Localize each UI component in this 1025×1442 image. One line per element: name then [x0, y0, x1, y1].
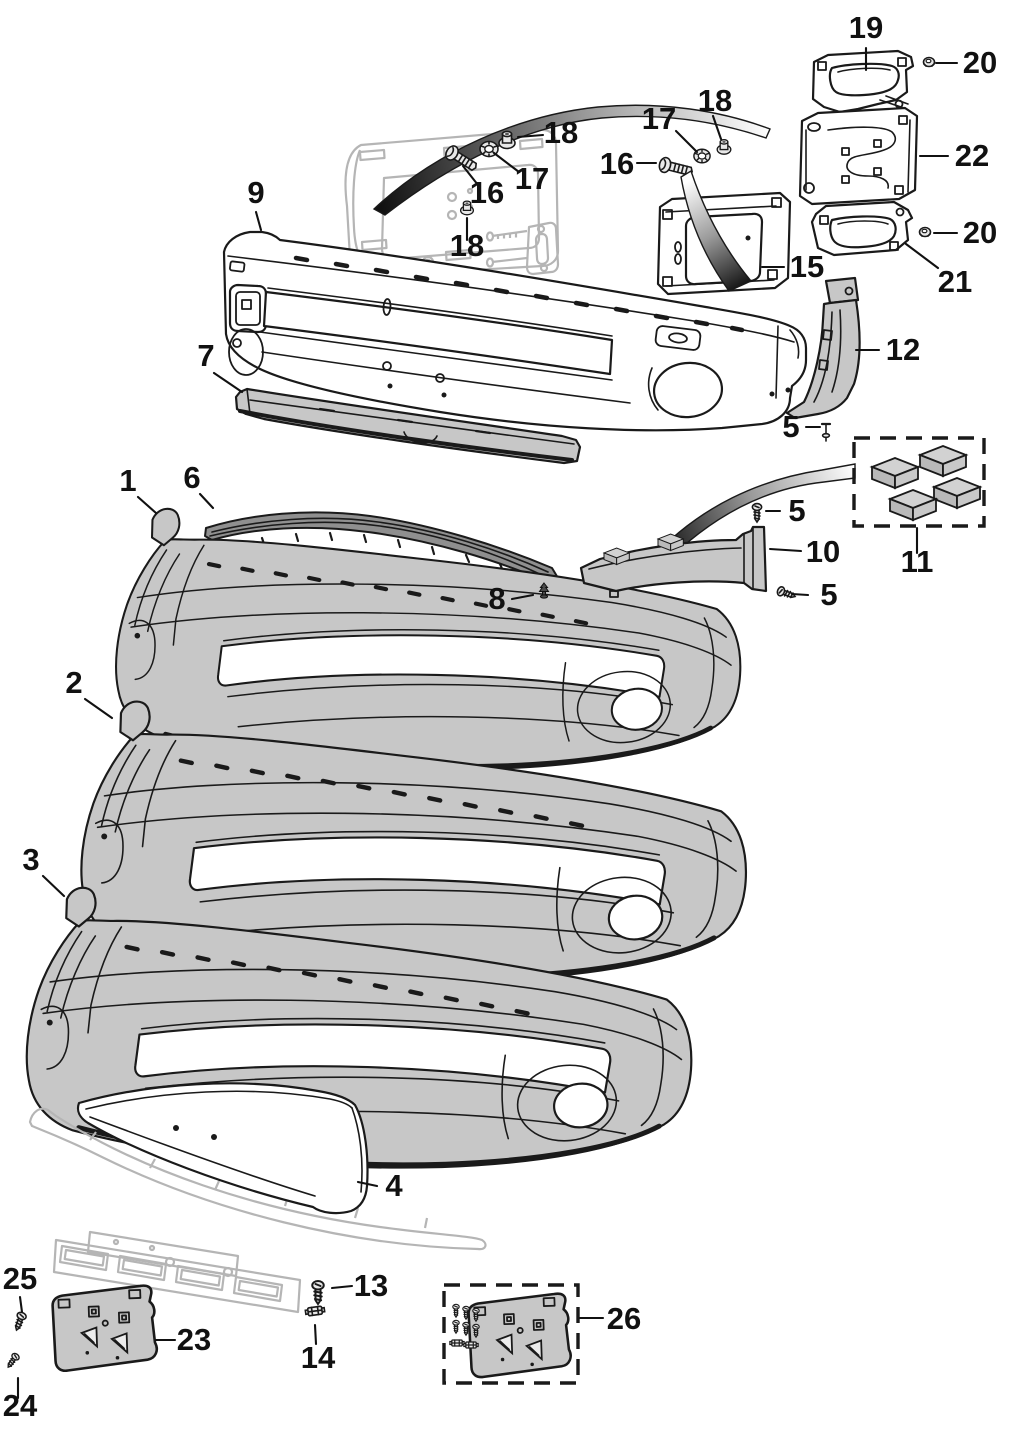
callout-20-3: 20 — [963, 215, 997, 250]
callout-17-7: 17 — [642, 101, 676, 136]
callout-5-22: 5 — [820, 577, 837, 612]
callout-leader-4-26 — [356, 1180, 379, 1188]
callout-8-19: 8 — [488, 581, 505, 616]
callout-leader-6-18 — [198, 492, 215, 510]
callout-leader-25-27 — [18, 1295, 24, 1314]
callout-3-25: 3 — [22, 842, 39, 877]
callout-13-30: 13 — [354, 1268, 388, 1303]
callout-7-14: 7 — [197, 338, 214, 373]
callout-24-29: 24 — [3, 1388, 38, 1423]
part-22-support-bracket — [798, 106, 919, 206]
screw-5-endcap-top — [751, 502, 763, 523]
callout-leader-5-22 — [790, 592, 810, 597]
part-4-air-dam — [76, 1082, 369, 1215]
callout-leader-14-31 — [313, 1323, 318, 1346]
callout-leader-13-30 — [330, 1284, 354, 1290]
callout-20-1: 20 — [963, 45, 997, 80]
part-7-air-deflector — [234, 387, 582, 465]
callout-leader-18-6 — [711, 114, 723, 141]
plug-kit-box-11 — [852, 436, 986, 528]
callout-11-23: 11 — [901, 544, 934, 579]
part-21-support-bracket — [810, 200, 914, 257]
license-bracket-kit-box-26 — [442, 1283, 580, 1385]
nut-20-top — [922, 56, 936, 68]
callout-leader-1-17 — [136, 495, 158, 515]
callout-leader-17-7 — [674, 129, 699, 154]
callout-16-11: 16 — [470, 175, 504, 210]
part-9-bumper-face-bar — [222, 230, 808, 432]
part-10-valance-end-cap — [579, 525, 768, 598]
screw-25 — [11, 1310, 28, 1333]
callout-5-20: 5 — [788, 493, 805, 528]
callout-21-4: 21 — [938, 264, 972, 299]
callout-leader-18-9 — [516, 133, 545, 139]
callout-leader-10-21 — [768, 547, 803, 553]
callout-16-8: 16 — [600, 146, 634, 181]
screw-5-face-bar — [820, 422, 832, 443]
callout-leader-21-4 — [904, 242, 940, 270]
screw-24 — [4, 1351, 22, 1371]
slotted-panel-ghost — [52, 1230, 302, 1314]
callout-18-9: 18 — [544, 115, 578, 150]
callout-23-28: 23 — [177, 1322, 211, 1357]
callout-25-27: 25 — [3, 1261, 37, 1296]
callout-14-31: 14 — [301, 1340, 336, 1375]
nut-20-bottom — [918, 226, 932, 238]
callout-9-13: 9 — [247, 175, 264, 210]
nut-18-right — [716, 139, 732, 155]
screw-13 — [311, 1280, 325, 1305]
callout-leader-8-19 — [510, 593, 535, 601]
tow-bracket-ghost — [485, 221, 560, 276]
part-12-side-bracket — [785, 276, 861, 420]
callout-12-15: 12 — [886, 332, 920, 367]
callout-10-21: 10 — [806, 534, 840, 569]
callout-17-10: 17 — [515, 161, 549, 196]
callout-leader-16-11 — [461, 164, 480, 187]
callout-leader-3-25 — [41, 874, 66, 898]
callout-2-24: 2 — [65, 665, 82, 700]
callout-15-5: 15 — [790, 249, 824, 284]
callout-leader-9-13 — [254, 210, 263, 232]
callout-1-17: 1 — [119, 463, 136, 498]
callout-5-16: 5 — [782, 409, 799, 444]
callout-22-2: 22 — [955, 138, 989, 173]
callout-18-12: 18 — [450, 228, 484, 263]
callout-6-18: 6 — [183, 460, 200, 495]
part-19-support-bracket — [811, 49, 915, 114]
clip-nut-14 — [304, 1304, 326, 1318]
callout-26-32: 26 — [607, 1301, 641, 1336]
callout-18-6: 18 — [698, 83, 732, 118]
callout-19-0: 19 — [849, 10, 883, 45]
callout-leader-7-14 — [212, 371, 244, 394]
callout-4-26: 4 — [385, 1168, 403, 1203]
swoosh-arrow-bracket15 — [680, 169, 753, 292]
part-23-license-bracket — [50, 1283, 159, 1373]
callout-leader-17-10 — [492, 151, 521, 174]
callout-leader-2-24 — [83, 697, 114, 720]
